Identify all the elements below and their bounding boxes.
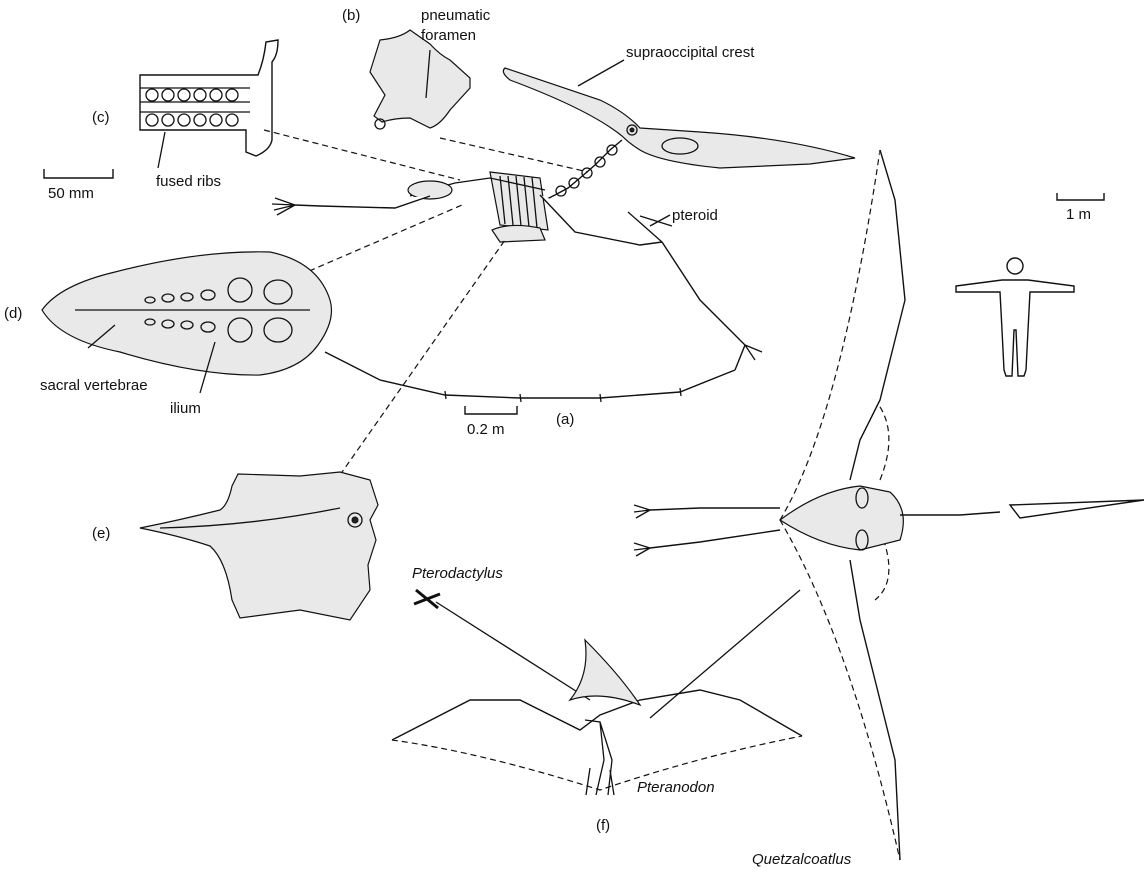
quetzalcoatlus-silhouette [634,150,1144,860]
pneumatic-label-line2: foramen [421,27,476,44]
scale-bar-50mm [44,169,113,178]
pteranodon-silhouette [392,640,802,795]
scale-02m-label: 0.2 m [467,421,505,438]
ilium-label: ilium [170,400,201,417]
pteranodon-skeleton-drawing [272,68,855,402]
size-comparison-drawing [392,150,1144,860]
quetzalcoatlus-label: Quetzalcoatlus [752,851,852,868]
sternum-drawing [140,472,378,620]
scale-bar-1m [1057,193,1104,200]
panel-e-label: (e) [92,525,110,542]
pterodactylus-label: Pterodactylus [412,565,503,582]
scale-1m-label: 1 m [1066,206,1091,223]
panel-d-label: (d) [4,305,22,322]
supraoccipital-crest-label: supraoccipital crest [626,44,755,61]
pteranodon-label: Pteranodon [637,779,715,796]
pteroid-label: pteroid [672,207,718,224]
notarium-fused-ribs-drawing [140,40,278,168]
panel-c-label: (c) [92,109,110,126]
panel-f-label: (f) [596,817,610,834]
panel-a-label: (a) [556,411,574,428]
pelvis-drawing [42,252,332,393]
panel-b-label: (b) [342,7,360,24]
pterodactylus-silhouette [414,590,590,700]
vertebra-drawing [370,30,470,129]
supraoccipital-leader [578,60,624,86]
fused-ribs-label: fused ribs [156,173,221,190]
human-silhouette [956,258,1074,376]
scale-bar-02m [465,406,517,414]
scale-50mm-label: 50 mm [48,185,94,202]
sacral-vertebrae-label: sacral vertebrae [40,377,148,394]
pneumatic-label-line1: pneumatic [421,7,491,24]
